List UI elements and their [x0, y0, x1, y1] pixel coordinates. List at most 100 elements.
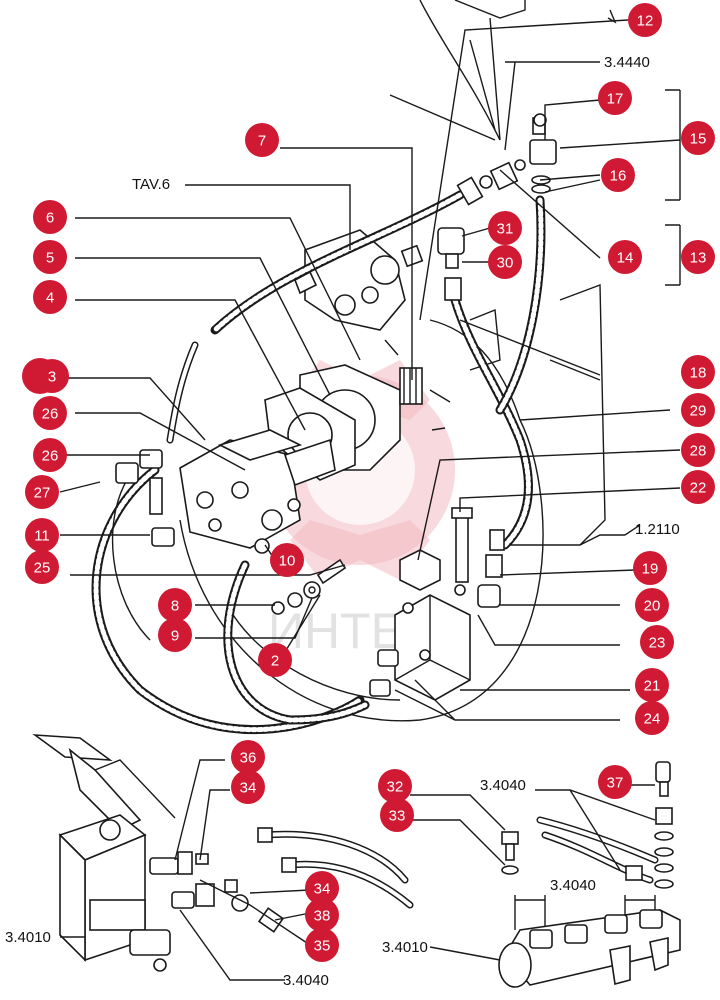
- part-badge-36: 36: [231, 740, 265, 774]
- part-badge-10: 10: [270, 543, 304, 577]
- badge-circle: [270, 543, 304, 577]
- ref-label-3-4040-right: 3.4040: [550, 877, 596, 894]
- badge-circle: [305, 898, 339, 932]
- badge-circle: [25, 475, 59, 509]
- badge-number: 26: [42, 406, 59, 423]
- badge-number: 36: [240, 750, 257, 767]
- badge-circle: [681, 121, 715, 155]
- badge-circle: [681, 470, 715, 504]
- hydraulic-pump: [179, 429, 336, 554]
- part-badge-2: 2: [258, 643, 292, 677]
- badge-number: 35: [314, 938, 331, 955]
- badge-number: 11: [34, 528, 50, 545]
- badge-number: 9: [171, 628, 179, 645]
- badge-circle: [635, 701, 669, 735]
- part-badge-37: 37: [598, 765, 632, 799]
- part-badge-34: 34: [231, 770, 265, 804]
- badge-circle: [628, 3, 662, 37]
- badge-circle: [33, 396, 67, 430]
- badge-circle: [681, 393, 715, 427]
- badge-number: 2: [271, 653, 279, 670]
- badge-number: 22: [690, 480, 707, 497]
- badge-circle: [158, 588, 192, 622]
- ref-label-1-2110: 1.2110: [635, 521, 680, 538]
- part-badge-30: 30: [488, 245, 522, 279]
- badge-number: 25: [34, 560, 51, 577]
- badge-circle: [488, 245, 522, 279]
- badge-number: 28: [690, 443, 707, 460]
- part-badge-25: 25: [25, 550, 59, 584]
- part-badge-15: 15: [681, 121, 715, 155]
- badge-number: 18: [690, 365, 707, 382]
- badge-circle: [378, 769, 412, 803]
- part-badge-7: 7: [245, 123, 279, 157]
- badge-circle: [25, 550, 59, 584]
- badge-circle: [33, 200, 67, 234]
- badge-circle: [231, 770, 265, 804]
- part-badge-9: 9: [158, 618, 192, 652]
- badge-number: 20: [644, 598, 661, 615]
- badge-circle: [25, 518, 59, 552]
- badge-circle: [158, 618, 192, 652]
- ref-label-3-4040-bottom: 3.4040: [283, 972, 329, 989]
- part-badge-28: 28: [681, 433, 715, 467]
- badge-circle: [33, 280, 67, 314]
- badge-number: 5: [46, 250, 54, 267]
- ref-label-3-4440: 3.4440: [604, 54, 650, 71]
- badge-circle: [681, 355, 715, 389]
- part-badge-32: 32: [378, 769, 412, 803]
- ref-label-3-4010-bottom: 3.4010: [382, 939, 428, 956]
- badge-number: 24: [644, 711, 661, 728]
- badge-circle: [305, 928, 339, 962]
- badge-number: 31: [497, 221, 514, 238]
- badge-circle: [633, 551, 667, 585]
- ref-label-tav6: TAV.6: [132, 176, 170, 193]
- ref-label-3-4010-left: 3.4010: [5, 929, 51, 946]
- badge-circle: [231, 740, 265, 774]
- badge-number: 34: [240, 780, 257, 797]
- badge-number: 29: [690, 403, 707, 420]
- badge-number: 8: [171, 598, 179, 615]
- badge-number: 17: [607, 91, 624, 108]
- badge-circle: [35, 359, 69, 393]
- part-badge-38: 38: [305, 898, 339, 932]
- drive-gear: [384, 339, 451, 431]
- badge-number: 38: [314, 908, 331, 925]
- part-badge-23: 23: [640, 625, 674, 659]
- part-badge-26: 26: [33, 438, 67, 472]
- part-badge-33: 33: [380, 798, 414, 832]
- part-badge-21: 21: [635, 668, 669, 702]
- badge-number: 23: [649, 635, 666, 652]
- part-badge-29: 29: [681, 393, 715, 427]
- badge-circle: [245, 123, 279, 157]
- badge-circle: [681, 433, 715, 467]
- part-badge-3: 3: [35, 359, 69, 393]
- badge-number: 37: [607, 775, 624, 792]
- part-badge-14: 14: [608, 240, 642, 274]
- badge-circle: [380, 798, 414, 832]
- badge-number: 27: [34, 485, 51, 502]
- part-badge-13: 13: [681, 240, 715, 274]
- part-badge-35: 35: [305, 928, 339, 962]
- badge-number: 30: [497, 255, 514, 272]
- valve-block: [369, 507, 505, 701]
- badge-number: 3: [48, 369, 56, 386]
- badge-circle: [488, 211, 522, 245]
- badge-number: 21: [644, 678, 661, 695]
- badge-circle: [258, 643, 292, 677]
- badge-circle: [640, 625, 674, 659]
- badge-number: 33: [389, 808, 406, 825]
- part-badge-26: 26: [33, 396, 67, 430]
- badge-circle: [598, 81, 632, 115]
- badge-number: 6: [46, 210, 54, 227]
- part-badge-31: 31: [488, 211, 522, 245]
- part-badge-18: 18: [681, 355, 715, 389]
- badge-circle: [608, 240, 642, 274]
- part-badge-5: 5: [33, 240, 67, 274]
- ref-label-3-4040-top: 3.4040: [480, 777, 526, 794]
- badge-number: 19: [642, 561, 659, 578]
- upper-fittings: [400, 113, 557, 301]
- part-badge-16: 16: [601, 158, 635, 192]
